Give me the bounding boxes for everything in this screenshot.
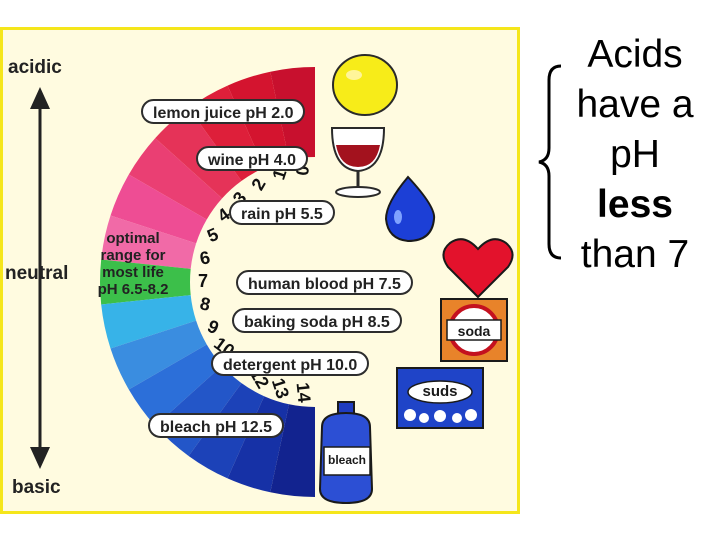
lemon-icon	[332, 54, 398, 116]
bleach-jug-icon	[318, 401, 374, 505]
raindrop-icon	[384, 175, 436, 243]
ph-scale-panel: acidic neutral basic optimal range for m…	[0, 27, 520, 514]
caption-line: than 7	[580, 233, 690, 276]
baking-soda-label: baking soda pH 8.5	[232, 308, 402, 333]
ph-wedge	[101, 295, 197, 349]
ph-number: 6	[198, 246, 213, 269]
human-blood-label: human blood pH 7.5	[236, 270, 413, 295]
optimal-range-note: optimal range for most life pH 6.5-8.2	[88, 230, 178, 298]
ph-wedge	[110, 320, 207, 390]
baking-soda-box-icon	[440, 298, 508, 362]
optimal-note-line: range for	[100, 247, 166, 264]
detergent-label: detergent pH 10.0	[211, 351, 370, 376]
neutral-label: neutral	[5, 263, 69, 284]
rain-label: rain pH 5.5	[229, 200, 335, 225]
bleach-label: bleach pH 12.5	[148, 413, 285, 438]
ph-number: 7	[197, 271, 208, 291]
acidic-label: acidic	[8, 57, 62, 78]
wine-label: wine pH 4.0	[196, 146, 309, 171]
lemon-juice-label: lemon juice pH 2.0	[141, 99, 306, 124]
acidic-basic-arrow	[30, 87, 50, 469]
optimal-note-line: most life	[102, 264, 164, 281]
ph-wedge	[110, 174, 207, 244]
optimal-note-line: optimal	[106, 230, 160, 247]
caption-line: have a	[576, 83, 694, 126]
ph-number: 14	[292, 381, 315, 404]
caption-line: pH	[610, 133, 660, 176]
suds-box-text: suds	[422, 383, 458, 400]
curly-brace-icon	[538, 64, 562, 260]
heart-icon	[442, 238, 514, 299]
optimal-note-line: pH 6.5-8.2	[97, 281, 169, 298]
caption-emphasis: less	[597, 183, 673, 226]
ph-wedge	[100, 259, 191, 305]
wine-glass-icon	[330, 127, 386, 198]
acids-caption: Acids have a pH less than 7	[560, 30, 710, 280]
caption-line: Acids	[587, 33, 683, 76]
bleach-jug-text: bleach	[327, 453, 366, 467]
basic-label: basic	[12, 477, 61, 498]
detergent-box-icon	[396, 367, 484, 429]
ph-wedge	[128, 138, 223, 220]
ph-wedge	[101, 215, 197, 269]
ph-wedge	[128, 344, 223, 426]
ph-color-arc	[100, 67, 315, 497]
ph-wedge	[270, 404, 315, 497]
soda-box-text: soda	[457, 323, 491, 339]
